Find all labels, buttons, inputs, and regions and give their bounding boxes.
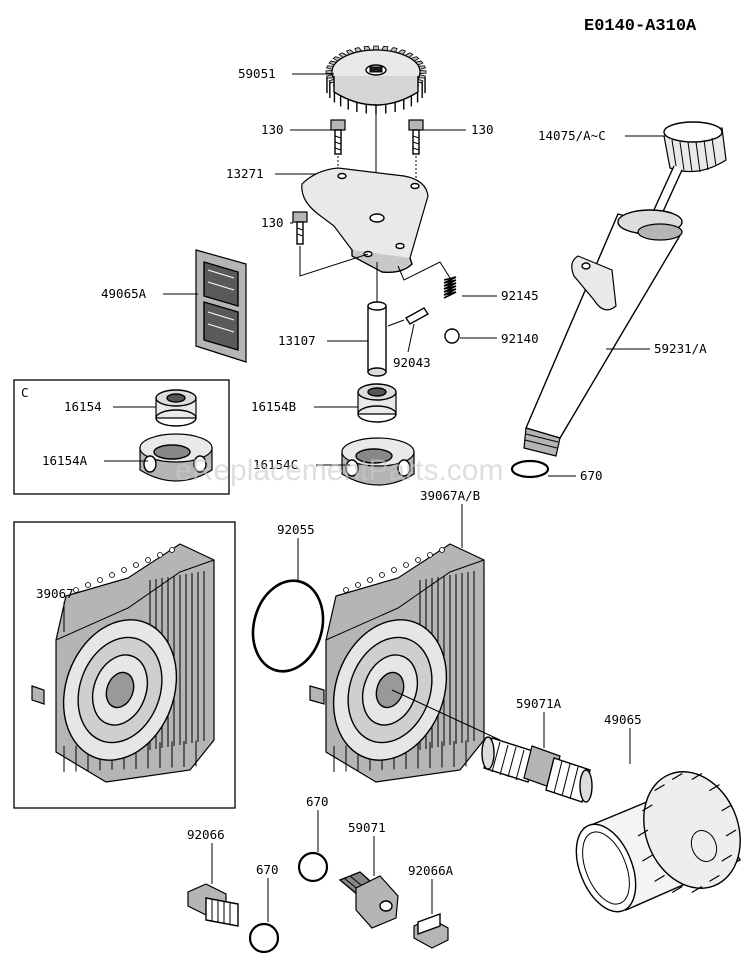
label-92055: 92055 [277, 522, 315, 537]
label-13107: 13107 [278, 333, 316, 348]
label-92066: 92066 [187, 827, 225, 842]
label-92145: 92145 [501, 288, 539, 303]
inset-box-39067 [13, 521, 236, 809]
label-92140: 92140 [501, 331, 539, 346]
label-39067: 39067 [36, 586, 74, 601]
label-13271: 13271 [226, 166, 264, 181]
bolt-130-mid [292, 211, 308, 245]
label-59071: 59071 [348, 820, 386, 835]
spring-92145 [443, 276, 457, 299]
label-130-right: 130 [471, 122, 494, 137]
label-59071A: 59071A [516, 696, 562, 711]
inset-label-c: C [21, 385, 29, 400]
label-16154C: 16154C [253, 457, 298, 472]
rotor-16154C [341, 437, 415, 486]
o-ring-670-low [248, 922, 280, 954]
cover-39067 [31, 543, 215, 783]
shaft-13107 [367, 262, 387, 377]
label-670-low: 670 [256, 862, 279, 877]
rotor-16154A [139, 433, 213, 482]
pin-92043 [387, 307, 430, 353]
label-130-mid: 130 [261, 215, 284, 230]
cover-39067AB [309, 543, 501, 783]
bolt-130-right [408, 119, 424, 182]
label-49065: 49065 [604, 712, 642, 727]
fill-tube-59231 [523, 209, 684, 457]
nipple-59071A [481, 736, 593, 803]
label-16154B: 16154B [251, 399, 296, 414]
inset-box-c [13, 379, 230, 495]
oil-filter-49065 [575, 771, 741, 913]
rotor-16154B [357, 383, 397, 423]
plug-92066A [413, 913, 449, 949]
fitting-59071 [338, 871, 399, 929]
label-130-left: 130 [261, 122, 284, 137]
ball-92140 [444, 328, 460, 344]
label-670-top: 670 [580, 468, 603, 483]
rotor-16154 [155, 389, 197, 427]
plate-13271 [301, 167, 429, 274]
watermark: eReplacementParts.com [175, 454, 503, 487]
gear-59051 [325, 45, 427, 222]
label-92043: 92043 [393, 355, 431, 370]
label-670-mid: 670 [306, 794, 329, 809]
label-92066A: 92066A [408, 863, 454, 878]
label-59051: 59051 [238, 66, 276, 81]
plug-92066 [187, 883, 239, 927]
screen-49065A [195, 249, 247, 363]
label-59231: 59231/A [654, 341, 707, 356]
label-16154: 16154 [64, 399, 102, 414]
label-16154A: 16154A [42, 453, 88, 468]
o-ring-670-mid [297, 851, 329, 883]
label-14075: 14075/A~C [538, 128, 606, 143]
label-49065A: 49065A [101, 286, 147, 301]
o-ring-670-top [510, 459, 550, 479]
label-39067AB: 39067A/B [420, 488, 480, 503]
diagram-id: E0140-A310A [584, 17, 697, 36]
gasket-92055 [251, 579, 325, 673]
bolt-130-left [330, 119, 346, 174]
